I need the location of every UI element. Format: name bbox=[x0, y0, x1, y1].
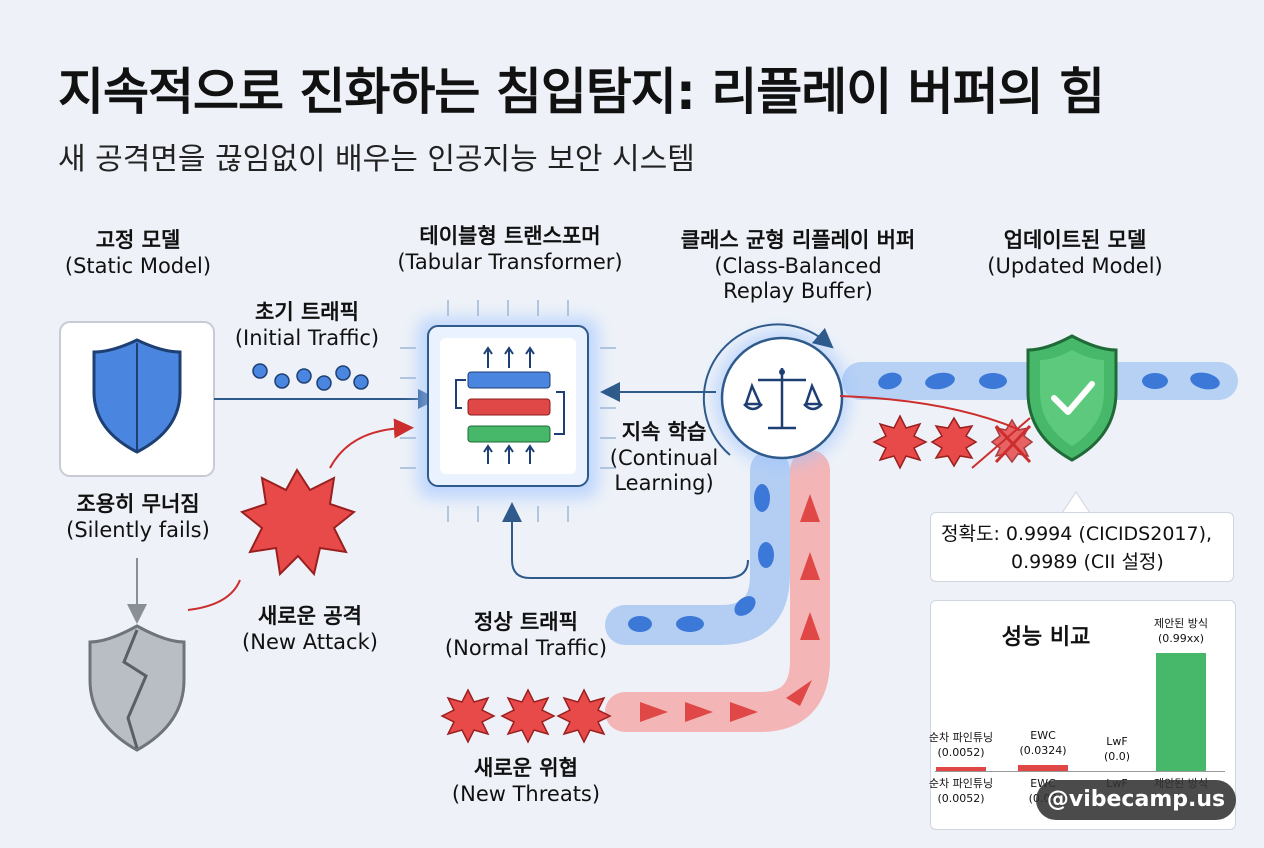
updated-model-en: (Updated Model) bbox=[987, 253, 1163, 278]
comparison-bar bbox=[1156, 653, 1206, 771]
new-threats-ko: 새로운 위협 bbox=[474, 756, 578, 780]
new-threats-stars bbox=[440, 688, 612, 744]
transformer-block bbox=[400, 300, 616, 522]
broken-shield bbox=[88, 624, 186, 752]
normal-traffic-en: (Normal Traffic) bbox=[444, 635, 608, 660]
static-model-ko: 고정 모델 bbox=[95, 228, 181, 252]
new-threats-flow bbox=[605, 450, 830, 732]
replay-buffer-label: 클래스 균형 리플레이 버퍼 (Class-Balanced Replay Bu… bbox=[658, 228, 938, 305]
replay-buffer-ko: 클래스 균형 리플레이 버퍼 bbox=[680, 228, 916, 252]
updated-model-label: 업데이트된 모델 (Updated Model) bbox=[970, 228, 1180, 279]
initial-traffic-en: (Initial Traffic) bbox=[234, 325, 380, 350]
comparison-bar-label: LwF(0.0) bbox=[1103, 735, 1131, 763]
silently-fails-label: 조용히 무너짐 (Silently fails) bbox=[58, 492, 218, 543]
updated-model-ko: 업데이트된 모델 bbox=[1003, 228, 1147, 252]
feedback-arrow bbox=[502, 502, 749, 579]
comparison-bar-label: 제안된 방식(0.99xx) bbox=[1153, 617, 1209, 645]
silently-fails-ko: 조용히 무너짐 bbox=[76, 492, 200, 516]
replay-buffer-en-1: (Class-Balanced bbox=[714, 253, 882, 278]
comparison-bar-label: 순차 파인튜닝(0.0052) bbox=[928, 731, 994, 759]
new-attack-en: (New Attack) bbox=[242, 629, 378, 654]
static-model-box bbox=[59, 321, 215, 477]
silently-fails-en: (Silently fails) bbox=[66, 517, 210, 542]
new-attack-ko: 새로운 공격 bbox=[258, 604, 362, 628]
continual-learning-en-1: (Continual bbox=[609, 445, 719, 470]
continual-learning-ko: 지속 학습 bbox=[621, 420, 707, 444]
initial-traffic-ko: 초기 트래픽 bbox=[255, 300, 359, 324]
comparison-bar bbox=[936, 767, 986, 771]
page-title: 지속적으로 진화하는 침입탐지: 리플레이 버퍼의 힘 bbox=[58, 63, 1105, 121]
accuracy-line-1: 정확도: 0.9994 (CICIDS2017), bbox=[941, 523, 1213, 545]
initial-traffic-label: 초기 트래픽 (Initial Traffic) bbox=[222, 300, 392, 351]
attack-arrow bbox=[329, 418, 414, 469]
normal-traffic-ko: 정상 트래픽 bbox=[474, 610, 578, 634]
updated-model-shield bbox=[1026, 334, 1118, 462]
replay-buffer-en-2: Replay Buffer) bbox=[723, 279, 873, 304]
initial-traffic-dots bbox=[252, 363, 369, 391]
transformer-en: (Tabular Transformer) bbox=[397, 249, 623, 274]
comparison-baseline bbox=[935, 771, 1225, 772]
new-attack-star bbox=[239, 468, 357, 577]
page-subtitle: 새 공격면을 끊임없이 배우는 인공지능 보안 시스템 bbox=[58, 142, 695, 177]
blocked-threats bbox=[872, 414, 1034, 470]
comparison-axis-label: 순차 파인튜닝(0.0052) bbox=[928, 777, 994, 805]
transformer-label: 테이블형 트랜스포머 (Tabular Transformer) bbox=[380, 224, 640, 275]
comparison-bar-label: EWC(0.0324) bbox=[1019, 729, 1067, 757]
new-threats-label: 새로운 위협 (New Threats) bbox=[436, 756, 616, 807]
comparison-bar bbox=[1018, 765, 1068, 771]
new-threats-en: (New Threats) bbox=[451, 781, 601, 806]
normal-traffic-label: 정상 트래픽 (Normal Traffic) bbox=[436, 610, 616, 661]
static-model-label: 고정 모델 (Static Model) bbox=[58, 228, 218, 279]
replay-buffer-circle bbox=[702, 323, 850, 466]
normal-traffic-flow bbox=[605, 450, 790, 645]
continual-learning-en-2: Learning) bbox=[614, 471, 714, 496]
new-attack-label: 새로운 공격 (New Attack) bbox=[230, 604, 390, 655]
static-model-en: (Static Model) bbox=[64, 253, 212, 278]
transformer-ko: 테이블형 트랜스포머 bbox=[419, 224, 601, 248]
accuracy-line-2: 0.9989 (CII 설정) bbox=[1011, 550, 1164, 573]
comparison-title: 성능 비교 bbox=[1001, 625, 1091, 650]
watermark: @vibecamp.us bbox=[1036, 780, 1236, 820]
continual-learning-label: 지속 학습 (Continual Learning) bbox=[600, 420, 728, 497]
accuracy-callout: 정확도: 0.9994 (CICIDS2017), 0.9989 (CII 설정… bbox=[930, 512, 1234, 582]
